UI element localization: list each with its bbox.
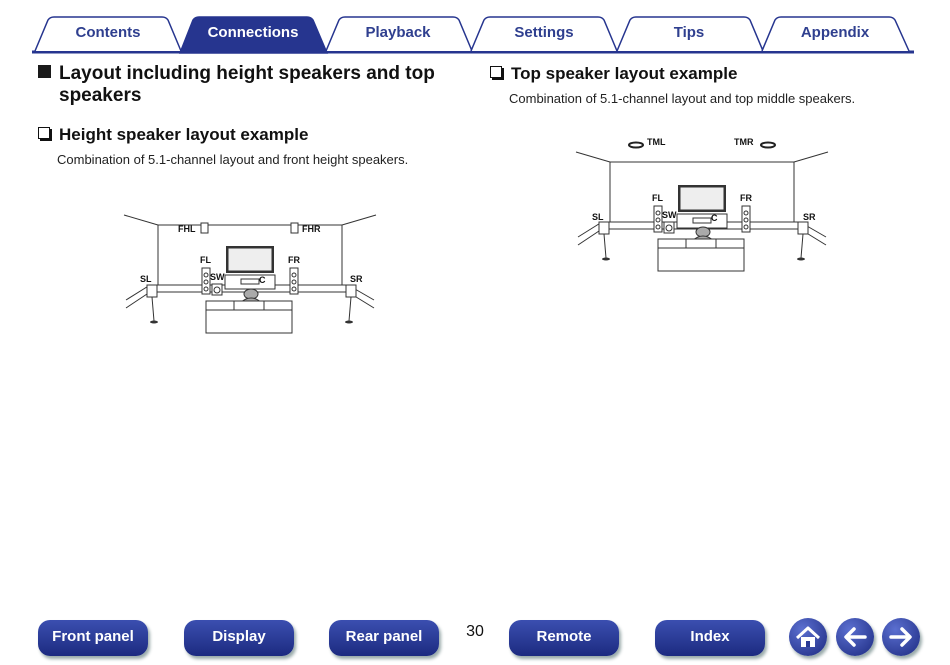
checkbox-bullet-icon xyxy=(490,66,502,78)
arrow-right-icon xyxy=(889,627,912,647)
display-button[interactable]: Display xyxy=(184,620,294,656)
label-sr: SR xyxy=(803,212,816,222)
label-fl: FL xyxy=(200,255,211,265)
tab-appendix[interactable]: Appendix xyxy=(800,24,870,41)
tab-shapes xyxy=(32,16,914,54)
label-sw: SW xyxy=(662,210,677,220)
top-example-heading: Top speaker layout example xyxy=(490,64,737,84)
label-c: C xyxy=(259,275,266,285)
section-title: Layout including height speakers and top… xyxy=(59,63,435,106)
label-sw: SW xyxy=(210,272,225,282)
height-example-description: Combination of 5.1-channel layout and fr… xyxy=(57,152,409,167)
back-button[interactable] xyxy=(836,618,874,656)
tab-bar: Contents Connections Playback Settings T… xyxy=(0,0,950,60)
label-fhl: FHL xyxy=(178,224,196,234)
front-panel-button[interactable]: Front panel xyxy=(38,620,148,656)
label-sr: SR xyxy=(350,274,363,284)
tab-tips[interactable]: Tips xyxy=(673,24,705,41)
checkbox-bullet-icon xyxy=(38,127,50,139)
arrow-left-icon xyxy=(844,627,867,647)
height-example-title: Height speaker layout example xyxy=(59,125,309,144)
remote-button[interactable]: Remote xyxy=(509,620,619,656)
tab-contents[interactable]: Contents xyxy=(75,24,141,41)
height-speaker-diagram: FHL FHR FL FR SL SR SW C xyxy=(123,214,377,334)
label-fr: FR xyxy=(740,193,752,203)
top-example-title: Top speaker layout example xyxy=(511,64,738,83)
label-fhr: FHR xyxy=(302,224,321,234)
label-c: C xyxy=(711,213,718,223)
label-fr: FR xyxy=(288,255,300,265)
forward-button[interactable] xyxy=(882,618,920,656)
rear-panel-button[interactable]: Rear panel xyxy=(329,620,439,656)
tab-playback[interactable]: Playback xyxy=(365,24,431,41)
label-fl: FL xyxy=(652,193,663,203)
page-number: 30 xyxy=(466,623,484,640)
top-example-description: Combination of 5.1-channel layout and to… xyxy=(509,91,856,106)
home-icon xyxy=(795,626,821,647)
home-button[interactable] xyxy=(789,618,827,656)
tab-connections[interactable]: Connections xyxy=(207,24,299,41)
label-sl: SL xyxy=(140,274,152,284)
index-button[interactable]: Index xyxy=(655,620,765,656)
square-bullet-icon xyxy=(38,65,51,78)
tab-settings[interactable]: Settings xyxy=(514,24,574,41)
top-speaker-diagram: TML TMR FL FR SL SR SW C xyxy=(575,137,829,272)
section-heading: Layout including height speakers and top… xyxy=(38,63,479,107)
label-tml: TML xyxy=(647,137,666,147)
label-sl: SL xyxy=(592,212,604,222)
height-example-heading: Height speaker layout example xyxy=(38,125,308,145)
label-tmr: TMR xyxy=(734,137,754,147)
